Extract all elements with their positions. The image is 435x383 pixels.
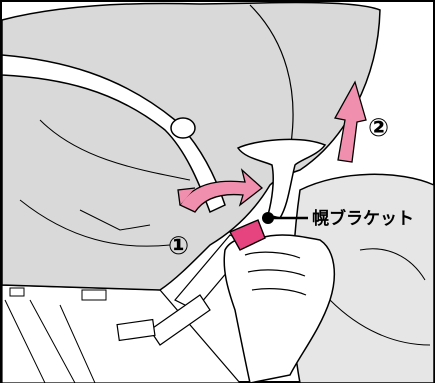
step-1-marker: ①: [168, 231, 189, 260]
strap-lower: [149, 294, 211, 346]
frame-lines: [4, 299, 96, 383]
buckle: [81, 289, 107, 301]
finger-line: [251, 288, 307, 296]
canopy-fold: [19, 199, 171, 247]
frame-joint: [170, 117, 196, 139]
finger-line: [244, 251, 301, 259]
cushion-seam: [329, 299, 431, 346]
curved-arrow-tail: [177, 187, 196, 206]
finger-line: [247, 269, 306, 277]
callout-label: 幌ブラケット: [312, 208, 414, 229]
curved-arrow-icon: [179, 168, 264, 213]
buckle: [9, 287, 25, 297]
canopy-bracket: [229, 219, 266, 251]
canopy-fold: [39, 119, 191, 181]
step-2-marker: ②: [368, 113, 389, 142]
pointer-dot-icon: [262, 212, 274, 224]
strap-adjuster: [116, 318, 156, 342]
canopy-fold: [249, 4, 294, 151]
up-arrow-icon: [333, 80, 367, 163]
canopy-fold: [79, 209, 151, 231]
cushion-seam: [359, 248, 426, 281]
side-hinge: [236, 138, 327, 219]
